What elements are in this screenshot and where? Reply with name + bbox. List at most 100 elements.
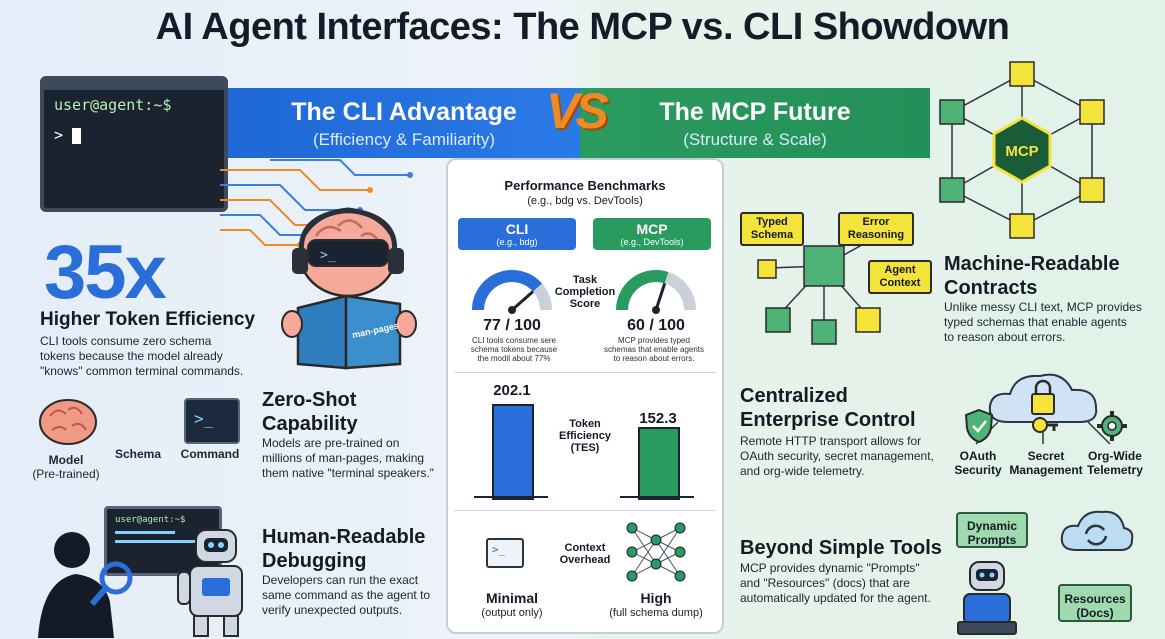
- note-line: the modil about 77%: [477, 354, 551, 363]
- cli-pill-sublabel: (e.g., bdg): [496, 237, 538, 247]
- mcp-context-value: High: [640, 590, 672, 606]
- minimal-terminal-icon: >_: [486, 538, 524, 568]
- mcp-score-gauge: [616, 270, 696, 314]
- mcp-bar-baseline: [620, 496, 694, 498]
- enterprise-control-heading: Centralized Enterprise Control: [740, 384, 916, 432]
- cli-context-value: Minimal: [485, 590, 539, 606]
- context-overhead-label: Context Overhead: [552, 542, 618, 566]
- heading-line: Contracts: [944, 277, 1038, 299]
- mcp-tes-value: 152.3: [639, 410, 677, 427]
- terminal-input-line: >: [44, 120, 224, 150]
- token-efficiency-heading: Higher Token Efficiency: [40, 309, 256, 330]
- mcp-score-note: MCP provides typed schemas that enable a…: [590, 336, 718, 363]
- box-line: Dynamic: [966, 519, 1018, 533]
- neural-network-icon: [626, 522, 686, 582]
- gear-icon: [1097, 411, 1127, 441]
- cli-gauge-needle: [511, 290, 534, 312]
- model-brain-icon: [39, 399, 97, 445]
- body-line: tokens because the model already: [40, 349, 223, 363]
- mcp-banner: The MCP Future (Structure & Scale): [580, 88, 930, 158]
- robot-laptop-icon: [957, 561, 1017, 635]
- cloud-security-icon: [975, 373, 1111, 445]
- terminal-cursor-icon: [72, 127, 82, 144]
- cli-score-note: CLI tools consume sere schema tokens bec…: [452, 336, 576, 363]
- body-line: to reason about errors.: [944, 330, 1066, 344]
- model-label-text: Model: [48, 453, 84, 467]
- human-and-robot-icon: [38, 529, 243, 638]
- heading-line: Centralized: [740, 385, 848, 407]
- cli-pill-label: CLI: [505, 221, 529, 237]
- label-line: Secret: [1027, 449, 1065, 463]
- body-line: them native "terminal speakers.": [262, 466, 434, 480]
- heading-line: Enterprise Control: [740, 409, 916, 431]
- label-line: OAuth: [959, 449, 997, 463]
- terminal-window: user@agent:~$ >: [40, 76, 228, 212]
- vs-badge: VS: [546, 83, 609, 139]
- resources-box: Resources (Docs): [1058, 584, 1132, 622]
- mcp-pill-label: MCP: [636, 221, 668, 237]
- body-line: verify unexpected outputs.: [262, 603, 403, 617]
- note-line: CLI tools consume sere: [471, 336, 557, 345]
- body-line: Models are pre-trained on: [262, 436, 400, 450]
- box-line: Typed: [756, 216, 788, 228]
- cli-banner-subheading: (Efficiency & Familiarity): [313, 130, 495, 149]
- cli-context-sub: (output only): [481, 607, 543, 619]
- mcp-pill: MCP (e.g., DevTools): [593, 218, 711, 250]
- mcp-gauge-needle: [654, 282, 667, 311]
- label-line: Token: [569, 418, 601, 430]
- box-line: Reasoning: [847, 229, 905, 241]
- cli-banner-heading: The CLI Advantage: [291, 98, 517, 126]
- box-line: (Docs): [1076, 606, 1114, 620]
- heading-line: Machine-Readable: [944, 253, 1120, 275]
- divider: [454, 372, 716, 373]
- box-line: Schema: [750, 229, 794, 241]
- cube-cluster-icon: [757, 235, 881, 345]
- label-line: (TES): [570, 442, 600, 454]
- benchmark-panel: Performance Benchmarks (e.g., bdg vs. De…: [446, 158, 724, 634]
- svg-text:>_: >_: [320, 248, 336, 263]
- cli-score: 77 / 100: [483, 317, 541, 334]
- label-line: Security: [954, 463, 1002, 477]
- body-line: Remote HTTP transport allows for: [740, 434, 922, 448]
- debugging-heading: Human-Readable Debugging: [262, 525, 425, 573]
- model-sublabel: (Pre-trained): [32, 467, 100, 481]
- debug-terminal-prompt: user@agent:~$: [115, 515, 186, 525]
- label-line: Efficiency: [559, 430, 611, 442]
- label-line: Completion: [554, 286, 616, 298]
- divider: [454, 510, 716, 511]
- token-efficiency-body: CLI tools consume zero schema tokens bec…: [40, 334, 243, 379]
- heading-line: Debugging: [262, 550, 367, 572]
- box-line: Agent: [884, 264, 916, 276]
- box-line: Prompts: [967, 533, 1017, 547]
- cli-pill: CLI (e.g., bdg): [458, 218, 576, 250]
- label-line: Task: [572, 274, 598, 286]
- zero-shot-body: Models are pre-trained on millions of ma…: [262, 436, 434, 481]
- mcp-hub-label: MCP: [1005, 143, 1038, 160]
- beyond-tools-body: MCP provides dynamic "Prompts" and "Reso…: [740, 561, 931, 606]
- heading-line: Zero-Shot: [262, 389, 357, 411]
- schema-label: Schema: [114, 447, 162, 461]
- sync-cloud-icon: [1060, 510, 1134, 551]
- body-line: and org-wide telemetry.: [740, 464, 865, 478]
- mcp-pill-sublabel: (e.g., DevTools): [620, 237, 684, 247]
- mcp-hub-network-icon: MCP: [939, 61, 1105, 239]
- typed-schema-box: Typed Schema: [740, 212, 804, 246]
- box-line: Resources: [1064, 592, 1126, 606]
- body-line: millions of man-pages, making: [262, 451, 425, 465]
- terminal-prompt: user@agent:~$: [54, 96, 172, 114]
- mcp-gauge-fill: [616, 270, 669, 311]
- secret-management-label: Secret Management: [1008, 449, 1084, 477]
- beyond-tools-heading: Beyond Simple Tools: [740, 537, 942, 559]
- label-line: Overhead: [559, 554, 611, 566]
- body-line: and "Resources" (docs) that are: [740, 576, 910, 590]
- label-line: Context: [564, 542, 606, 554]
- label-line: Management: [1009, 463, 1083, 477]
- contracts-heading: Machine-Readable Contracts: [944, 252, 1120, 300]
- mcp-banner-subheading: (Structure & Scale): [683, 130, 827, 149]
- debug-terminal-line-icon: [115, 531, 175, 534]
- oauth-security-label: OAuth Security: [948, 449, 1008, 477]
- cli-bar-baseline: [474, 496, 548, 498]
- benchmark-subtitle: (e.g., bdg vs. DevTools): [527, 195, 643, 207]
- mcp-score: 60 / 100: [627, 317, 685, 334]
- cli-score-gauge: [472, 270, 552, 314]
